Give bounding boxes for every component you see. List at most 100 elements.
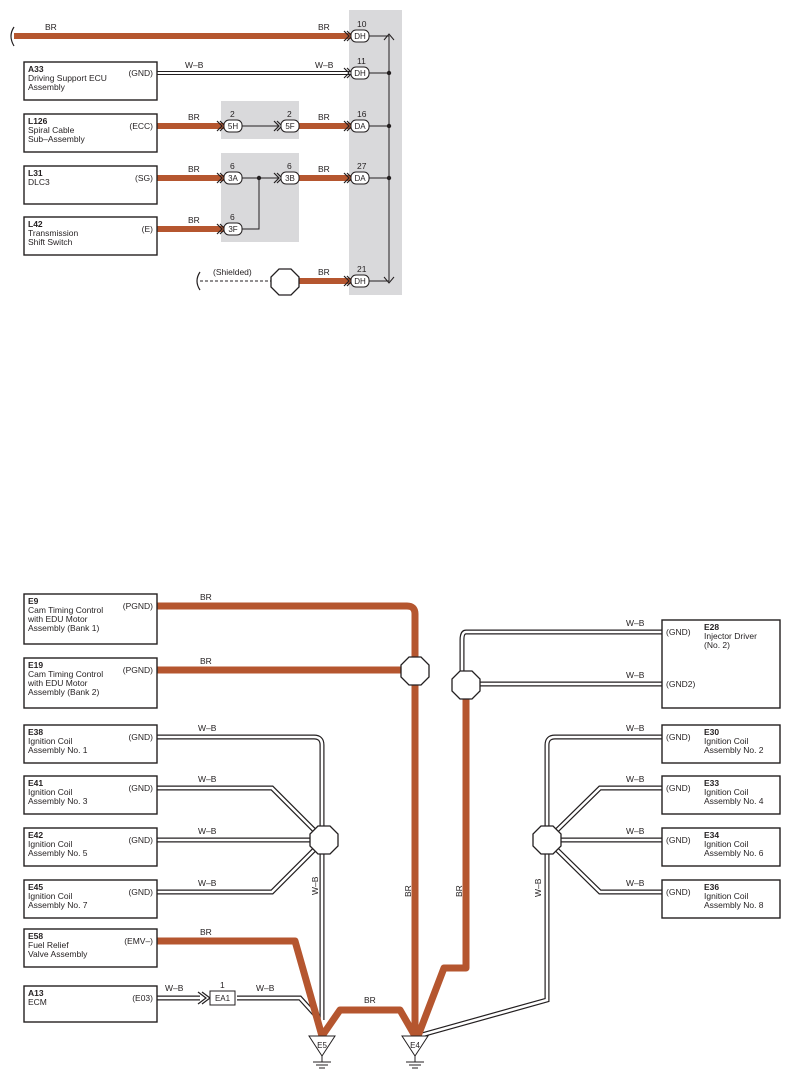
ground-label-e4: E4	[410, 1041, 420, 1050]
component-id: A13	[28, 988, 44, 998]
component-name-line: Assembly	[28, 82, 66, 92]
wire-label-br-vertical: BR	[454, 885, 464, 897]
wire-label-br-vertical: BR	[403, 885, 413, 897]
wire-label-wb-vertical: W–B	[533, 878, 543, 897]
inline-connector-3f: 3F6	[216, 212, 243, 236]
component-id: E34	[704, 830, 719, 840]
component-name-line: Assembly No. 7	[28, 900, 88, 910]
component-name-line: Assembly No. 1	[28, 745, 88, 755]
component-id: L126	[28, 116, 48, 126]
wire-label-wb: W–B	[626, 878, 645, 888]
shield-ground-octagon	[270, 268, 300, 296]
component-name-line: Ignition Coil	[28, 839, 73, 849]
wire-label-wb: W–B	[198, 826, 217, 836]
wire-label-wb-vertical: W–B	[310, 876, 320, 895]
component-box	[23, 985, 158, 1023]
wire-label-wb: W–B	[315, 60, 334, 70]
connector-code: 3F	[228, 225, 237, 234]
connector-code: 3A	[228, 174, 238, 183]
splice-octagon-wb-left	[309, 825, 339, 855]
connector-code: DA	[354, 174, 366, 183]
pin-label: (GND)	[128, 783, 153, 793]
component-box	[23, 827, 158, 867]
component-name-line: Ignition Coil	[704, 736, 749, 746]
connector-body	[223, 119, 243, 133]
component-name-line: Transmission	[28, 228, 78, 238]
component-id: E58	[28, 931, 43, 941]
bus-dot-11	[386, 70, 392, 76]
wire-label-br: BR	[318, 112, 330, 122]
component-box	[661, 775, 781, 815]
component-id: E9	[28, 596, 39, 606]
connector-body	[280, 171, 300, 185]
component-id: E45	[28, 882, 43, 892]
connector-pin-number: 6	[287, 161, 292, 171]
component-id: L42	[28, 219, 43, 229]
connector-pin-number: 6	[230, 161, 235, 171]
inline-connector-3b: 3B6	[273, 161, 300, 185]
wb-wire-outlines	[157, 629, 662, 1039]
inline-connector-5h: 5H2	[216, 109, 243, 133]
wire-label-wb: W–B	[626, 723, 645, 733]
component-box	[23, 879, 158, 919]
connector-pin-number: 6	[230, 212, 235, 222]
component-name-line: Assembly No. 4	[704, 796, 764, 806]
connector-body	[350, 66, 370, 80]
br-wire-e58	[157, 937, 326, 1037]
component-name-line: ECM	[28, 997, 47, 1007]
pin-label: (GND)	[666, 627, 691, 637]
connector-pin-number: 16	[357, 109, 367, 119]
wire-label-br: BR	[200, 592, 212, 602]
wire-label-wb: W–B	[626, 774, 645, 784]
pin-label: (GND)	[128, 68, 153, 78]
component-box	[23, 928, 158, 968]
component-name-line: Ignition Coil	[28, 891, 73, 901]
ea1-code: EA1	[215, 994, 231, 1003]
wire-label-wb: W–B	[198, 723, 217, 733]
component-name-line: Sub–Assembly	[28, 134, 85, 144]
splice-octagon-br	[400, 656, 430, 686]
component-name-line: Ignition Coil	[704, 891, 749, 901]
wire-label-br: BR	[188, 112, 200, 122]
component-box	[23, 165, 158, 205]
wire-label-br: BR	[45, 22, 57, 32]
ground-e4: E4	[401, 1035, 429, 1069]
wb-wire-cores	[157, 630, 662, 1038]
connector-code: DH	[354, 32, 366, 41]
connector-pin-number: 10	[357, 19, 367, 29]
component-box	[23, 216, 158, 256]
connector-body	[223, 171, 243, 185]
component-name-line: Ignition Coil	[704, 787, 749, 797]
pin-label: (GND)	[666, 835, 691, 845]
component-name-line: Fuel Relief	[28, 940, 69, 950]
wire-label-wb: W–B	[626, 670, 645, 680]
pin-label: (GND)	[128, 887, 153, 897]
component-box	[661, 827, 781, 867]
component-name-line: Assembly No. 5	[28, 848, 88, 858]
pin-label: (EMV–)	[124, 936, 153, 946]
wire-label-br: BR	[200, 927, 212, 937]
component-box	[23, 113, 158, 153]
component-id: L31	[28, 168, 43, 178]
connector-body	[350, 119, 370, 133]
component-name-line: Assembly No. 8	[704, 900, 764, 910]
component-box	[661, 724, 781, 764]
component-box	[23, 775, 158, 815]
connector-pin-number: 11	[357, 56, 366, 66]
component-box	[23, 61, 158, 101]
ea1-pin-number: 1	[220, 980, 225, 990]
inline-connector-5f: 5F2	[273, 109, 300, 133]
connector-body	[350, 274, 370, 288]
component-name-line: Shift Switch	[28, 237, 73, 247]
